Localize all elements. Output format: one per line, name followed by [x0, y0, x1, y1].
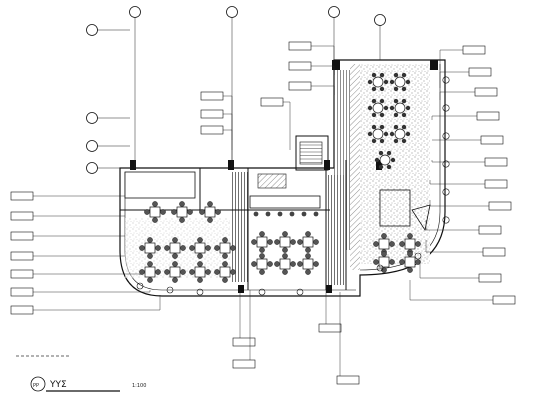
bar-stool: [277, 211, 283, 217]
planter: [196, 288, 204, 296]
callout-tag: [318, 290, 342, 333]
facade-planter: [442, 188, 450, 196]
planter: [376, 264, 384, 272]
callout-tag: [409, 280, 516, 305]
callout-tag: [200, 125, 233, 160]
callout-tag: [419, 260, 502, 283]
interior-walls: [120, 135, 431, 290]
grid-bubble: [86, 162, 98, 174]
grid-axis-layer: [86, 6, 386, 174]
callout-tag: [439, 45, 486, 70]
drawing-title: ΥΥΣ: [49, 380, 67, 390]
round-table-3: [389, 98, 411, 118]
callout-tag: [336, 292, 360, 385]
dining-table-2: [189, 237, 211, 259]
planter: [136, 282, 144, 290]
drawing-scale: 1:100: [132, 383, 146, 389]
dining-table-5: [164, 261, 186, 283]
center-table-1: [274, 231, 296, 253]
grid-bubble: [86, 24, 98, 36]
callout-tag: [10, 287, 151, 297]
dining-table-4: [139, 261, 161, 283]
grid-bubble: [129, 6, 141, 18]
lounge-table-3: [399, 251, 421, 273]
bar-stool: [289, 211, 295, 217]
callout-tag: [431, 157, 508, 167]
callout-tag: [431, 111, 500, 121]
callout-tag: [260, 97, 291, 150]
center-table-3: [251, 253, 273, 275]
callout-tag: [432, 135, 504, 145]
grid-bubble: [226, 6, 238, 18]
callout-tag: [10, 211, 125, 221]
facade-planter: [442, 132, 450, 140]
dining-table-7: [214, 261, 236, 283]
lounge-table-2: [373, 251, 395, 273]
callout-tag: [10, 269, 141, 279]
callout-tag: [288, 81, 335, 95]
callout-tag: [232, 290, 256, 369]
title-block: PP ΥΥΣ 1:100: [16, 355, 146, 392]
center-table-0: [251, 231, 273, 253]
planter: [166, 286, 174, 294]
callout-tag: [10, 191, 125, 201]
round-table-6: [374, 150, 396, 170]
bar-table-1: [171, 201, 193, 223]
lounge-table-1: [399, 233, 421, 255]
bar-stool: [301, 211, 307, 217]
bar-stool: [253, 211, 259, 217]
facade-planter: [442, 76, 450, 84]
round-table-5: [389, 124, 411, 144]
round-table-4: [367, 124, 389, 144]
facade-planter: [442, 160, 450, 168]
callout-tag: [10, 251, 125, 261]
furniture-layer: [136, 72, 450, 296]
facade-planter: [442, 104, 450, 112]
bar-stool: [265, 211, 271, 217]
bar-stool: [313, 211, 319, 217]
center-table-5: [297, 253, 319, 275]
grid-bubble: [86, 140, 98, 152]
callout-tag: [425, 220, 502, 235]
callout-tag: [429, 179, 508, 189]
dining-table-6: [189, 261, 211, 283]
center-table-2: [297, 231, 319, 253]
callout-tag: [439, 67, 492, 88]
callout-tag: [288, 41, 335, 60]
callout-tag: [10, 231, 125, 241]
center-table-4: [274, 253, 296, 275]
dining-table-0: [139, 237, 161, 259]
dining-table-3: [214, 237, 236, 259]
grid-bubble: [86, 112, 98, 124]
planter: [296, 288, 304, 296]
facade-planter: [442, 216, 450, 224]
callout-tag: [232, 290, 256, 347]
round-table-1: [389, 72, 411, 92]
north-symbol-circle: [30, 376, 46, 392]
structural-columns: [130, 60, 438, 293]
grid-bubble: [374, 14, 386, 26]
stair-core: [299, 141, 323, 165]
bar-table-2: [199, 201, 221, 223]
callout-tag: [10, 295, 161, 315]
callout-tag: [439, 87, 498, 100]
round-table-2: [367, 98, 389, 118]
bar-counter: [249, 195, 321, 209]
callout-tag: [288, 61, 335, 75]
bar-table-0: [144, 201, 166, 223]
planter: [258, 288, 266, 296]
grid-bubble: [328, 6, 340, 18]
hatched-zones: [230, 64, 360, 285]
planter: [414, 252, 422, 260]
callout-layer: [10, 41, 516, 385]
kitchen-equipment: [257, 173, 287, 189]
dining-table-1: [164, 237, 186, 259]
round-table-0: [367, 72, 389, 92]
callout-tag: [429, 200, 512, 211]
callout-tag: [425, 240, 506, 257]
north-symbol-label: PP: [33, 383, 39, 389]
